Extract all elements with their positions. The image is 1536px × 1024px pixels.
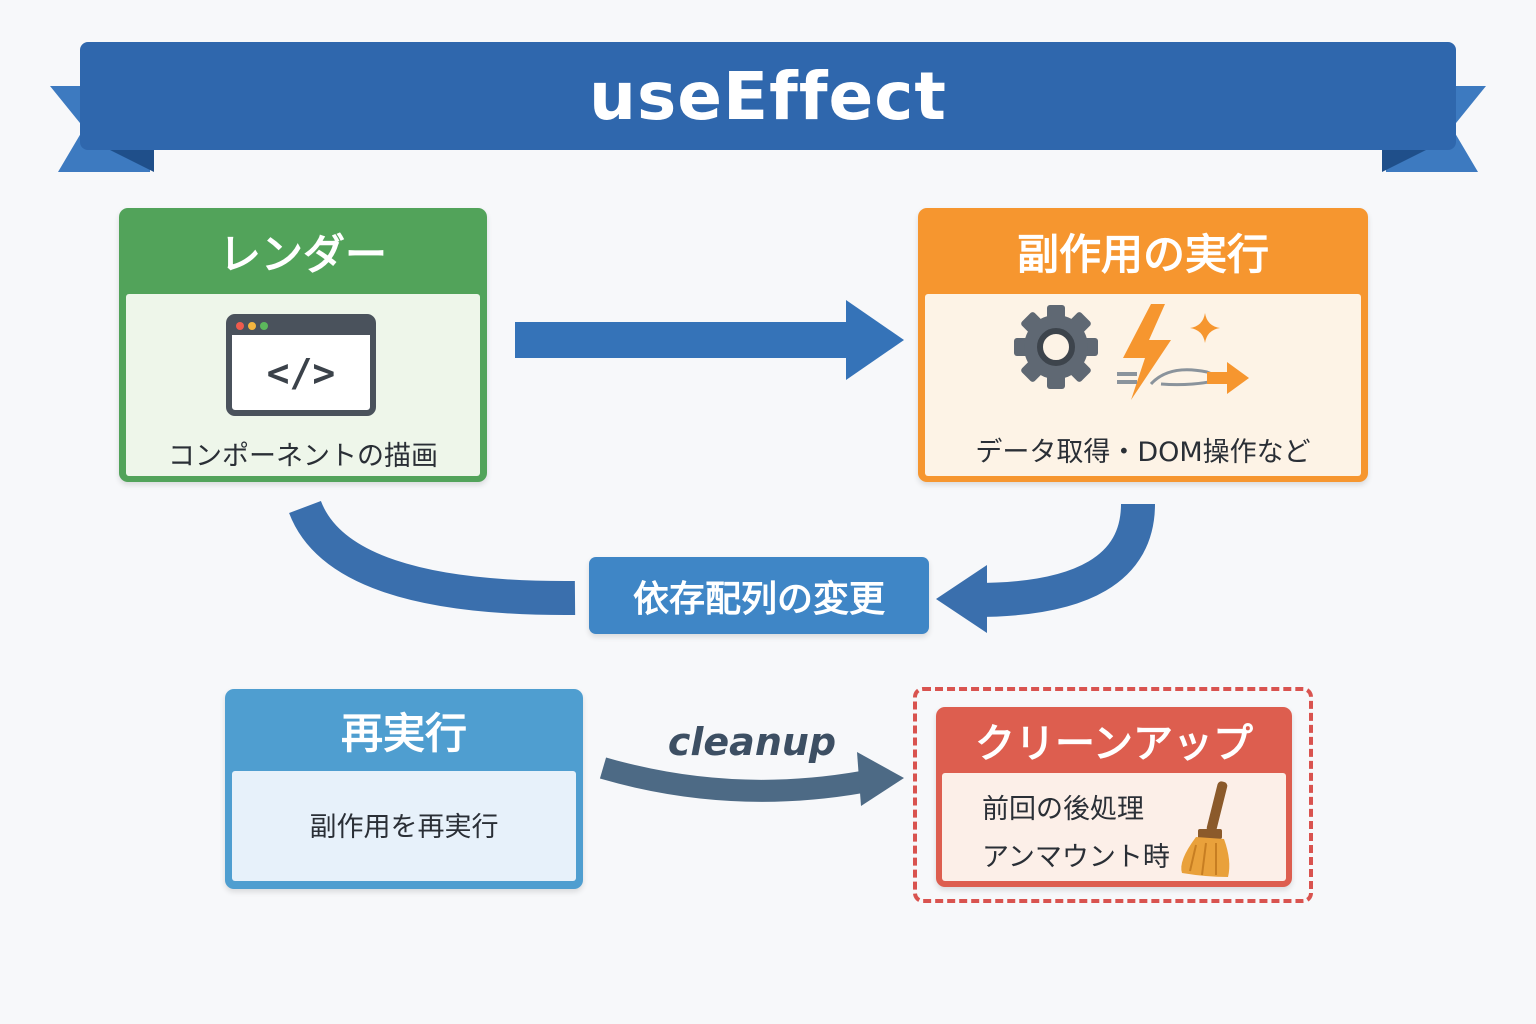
effect-card: 副作用の実行 データ取得・DOM操作など: [918, 208, 1368, 482]
render-caption: コンポーネントの描画: [168, 441, 438, 472]
code-window-icon: </>: [226, 314, 376, 416]
rerun-card-body: 副作用を再実行: [232, 771, 576, 881]
cleanup-card-body: 前回の後処理 アンマウント時: [942, 773, 1286, 881]
banner-right-fold: [1382, 150, 1426, 172]
render-card-body: </> コンポーネントの描画: [126, 294, 480, 476]
deps-change-box: 依存配列の変更: [589, 557, 929, 634]
effect-to-deps-arrowhead: [936, 565, 987, 633]
effect-title: 副作用の実行: [1016, 229, 1269, 279]
render-to-effect-arrow: [515, 300, 904, 380]
effect-caption: データ取得・DOM操作など: [975, 437, 1311, 468]
lightning-icon: [1123, 304, 1171, 400]
rerun-card: 再実行 副作用を再実行: [225, 689, 583, 889]
motion-arrow-icon: [1117, 362, 1249, 394]
svg-text:</>: </>: [267, 351, 336, 395]
cleanup-card: クリーンアップ 前回の後処理 アンマウント時: [936, 707, 1292, 887]
banner-left-fold: [110, 150, 154, 172]
render-to-deps-curve: [289, 500, 576, 616]
sparkle-icon: [1190, 313, 1220, 343]
rerun-title: 再実行: [340, 708, 467, 758]
cleanup-arrow-label: cleanup: [667, 720, 837, 764]
cleanup-line-1: 前回の後処理: [982, 794, 1144, 825]
rerun-to-cleanup-arrow: [599, 757, 864, 802]
cleanup-dashed-border: [913, 687, 1313, 903]
effect-to-deps-curve: [974, 503, 1155, 617]
gear-icon: [1014, 305, 1098, 389]
render-card: レンダー </> コンポーネントの描画: [119, 208, 487, 482]
cleanup-arrowhead: [857, 752, 904, 806]
banner-ribbon: [80, 42, 1456, 150]
page-title: useEffect: [589, 57, 947, 135]
broom-icon: [1181, 781, 1230, 877]
render-title: レンダー: [218, 229, 387, 279]
cleanup-line-2: アンマウント時: [982, 842, 1170, 873]
effect-card-body: データ取得・DOM操作など: [925, 294, 1361, 476]
cleanup-title: クリーンアップ: [975, 721, 1253, 767]
rerun-caption: 副作用を再実行: [309, 812, 499, 843]
